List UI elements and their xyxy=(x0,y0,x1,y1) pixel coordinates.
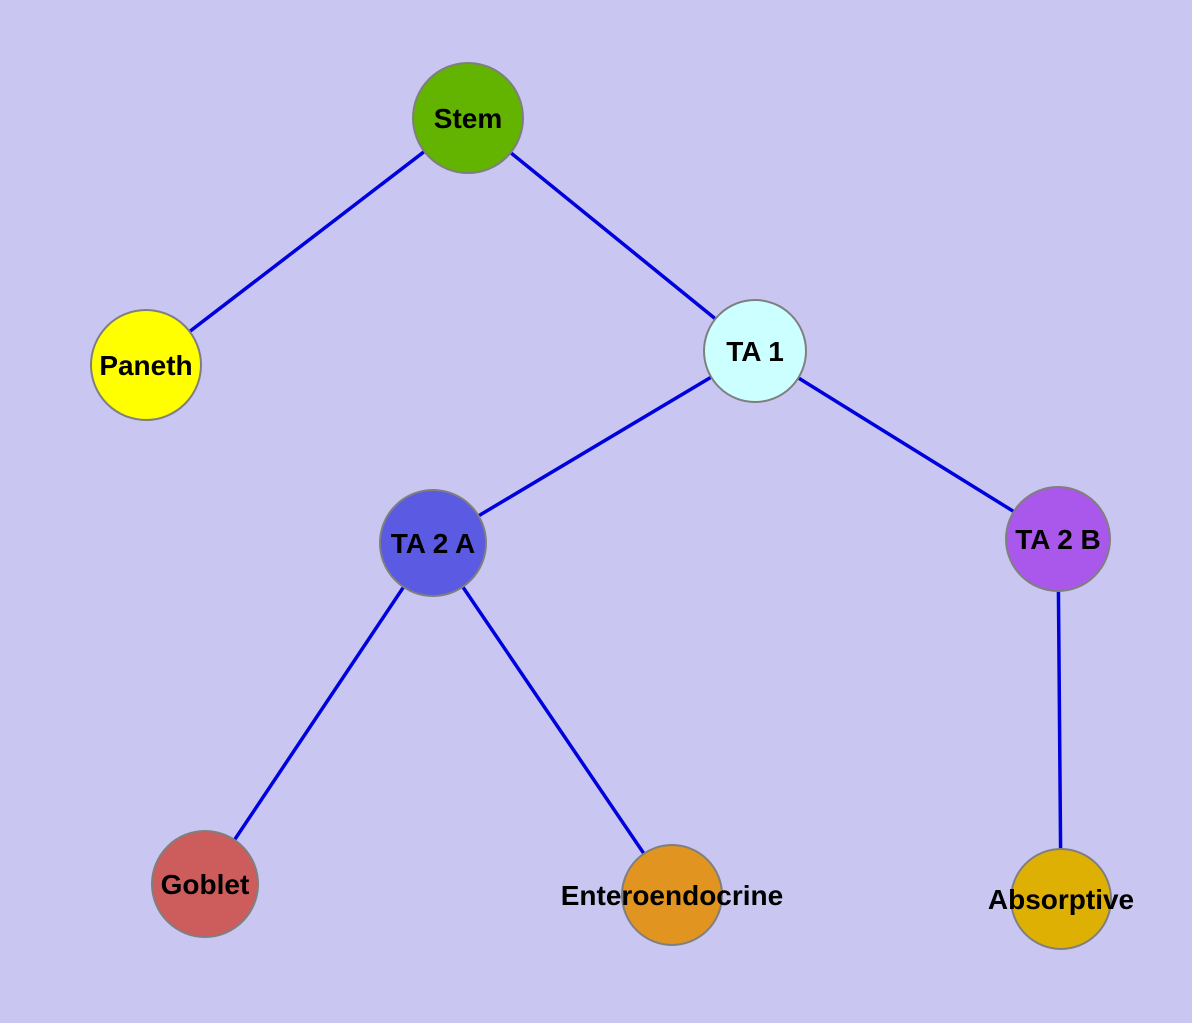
node-ta-2-a: TA 2 A xyxy=(379,489,487,597)
node-circle-ta-1 xyxy=(703,299,807,403)
edge-stem-to-ta-1 xyxy=(466,116,757,353)
node-ta-1: TA 1 xyxy=(703,299,807,403)
node-enteroendocrine: Enteroendocrine xyxy=(561,844,783,946)
node-label-goblet: Goblet xyxy=(161,869,250,900)
node-goblet: Goblet xyxy=(151,830,259,938)
node-stem: Stem xyxy=(412,62,524,174)
edge-ta-1-to-ta-2-a xyxy=(431,349,757,545)
node-label-enteroendocrine: Enteroendocrine xyxy=(561,880,783,911)
node-label-stem: Stem xyxy=(434,103,502,134)
node-circle-stem xyxy=(412,62,524,174)
node-circle-enteroendocrine xyxy=(621,844,723,946)
edge-ta-1-to-ta-2-b xyxy=(753,349,1060,541)
node-circle-ta-2-b xyxy=(1005,486,1111,592)
node-label-ta-1: TA 1 xyxy=(726,336,784,367)
node-label-absorptive: Absorptive xyxy=(988,884,1134,915)
edge-stem-to-paneth xyxy=(144,116,470,367)
node-ta-2-b: TA 2 B xyxy=(1005,486,1111,592)
node-label-paneth: Paneth xyxy=(99,350,192,381)
node-circle-paneth xyxy=(90,309,202,421)
edge-ta-2-a-to-goblet xyxy=(203,541,435,886)
node-circle-goblet xyxy=(151,830,259,938)
node-circle-ta-2-a xyxy=(379,489,487,597)
node-absorptive: Absorptive xyxy=(988,848,1134,950)
node-label-ta-2-b: TA 2 B xyxy=(1015,524,1101,555)
edge-ta-2-b-to-absorptive xyxy=(1056,537,1063,901)
node-label-ta-2-a: TA 2 A xyxy=(391,528,476,559)
edge-ta-2-a-to-enteroendocrine xyxy=(431,541,674,897)
node-paneth: Paneth xyxy=(90,309,202,421)
node-circle-absorptive xyxy=(1010,848,1112,950)
